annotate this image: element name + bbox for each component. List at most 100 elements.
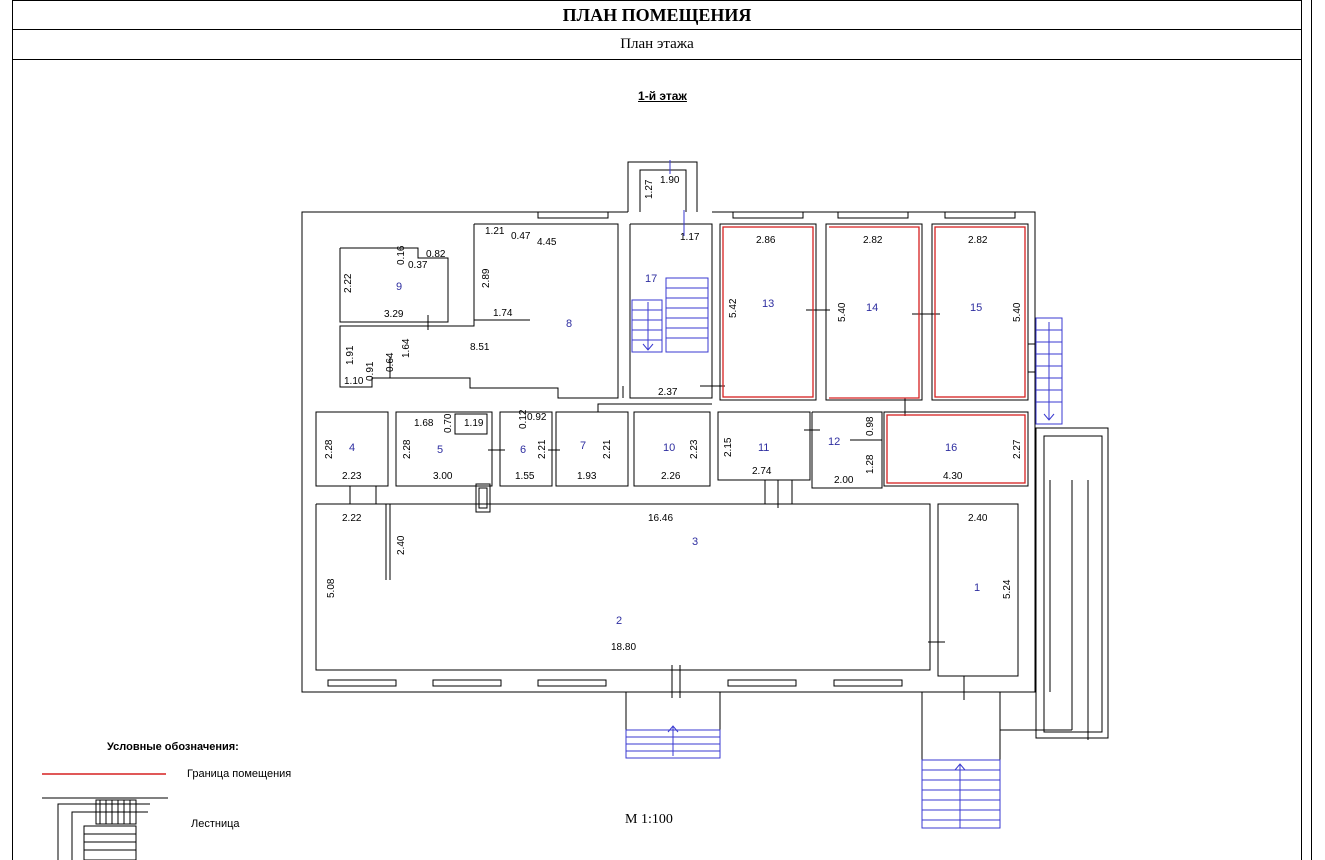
room-number-7: 7 [580, 440, 586, 452]
boundary-room-14 [829, 226, 920, 399]
dim-16-46: 16.46 [648, 513, 673, 524]
dim-2-27: 2.27 [1012, 439, 1023, 459]
room-7-walls [555, 411, 629, 487]
dim-0-98: 0.98 [865, 416, 876, 436]
dim-18-80: 18.80 [611, 642, 636, 653]
dim-4-45: 4.45 [537, 237, 557, 248]
dim-2-26: 2.26 [661, 471, 681, 482]
room-number-8: 8 [566, 318, 572, 330]
dim-2-37: 2.37 [658, 387, 678, 398]
room-number-11: 11 [758, 442, 769, 454]
dim-2-28-b: 2.28 [402, 439, 413, 459]
room-number-16: 16 [945, 442, 957, 454]
legend-stair-symbol [42, 797, 168, 860]
dim-1-74: 1.74 [493, 308, 513, 319]
dim-2-23: 2.23 [342, 471, 362, 482]
room-number-4: 4 [349, 442, 355, 454]
room-4-walls [315, 411, 389, 487]
dim-1-27: 1.27 [644, 179, 655, 199]
dim-2-21-b: 2.21 [602, 439, 613, 459]
room-number-15: 15 [970, 302, 982, 314]
dim-2-40-b: 2.40 [968, 513, 988, 524]
dim-0-82: 0.82 [426, 249, 446, 260]
legend-boundary-label: Граница помещения [187, 768, 292, 780]
dim-1-19: 1.19 [464, 418, 484, 429]
dim-2-22-b: 2.22 [342, 513, 362, 524]
boundary-room-15 [934, 226, 1026, 398]
room-number-6: 6 [520, 444, 526, 456]
room-14-walls [825, 223, 923, 401]
dim-2-22-a: 2.22 [343, 273, 354, 293]
room-number-13: 13 [762, 298, 774, 310]
room-10-walls [633, 411, 711, 487]
dim-2-82-b: 2.82 [968, 235, 988, 246]
room-number-1: 1 [974, 582, 980, 594]
boundary-room-16 [886, 414, 1026, 484]
room-number-14: 14 [866, 302, 878, 314]
ramp [1035, 427, 1109, 739]
room-11-walls [717, 411, 811, 481]
dim-1-91: 1.91 [345, 345, 356, 365]
dim-5-08: 5.08 [326, 578, 337, 598]
room-number-12: 12 [828, 436, 840, 448]
sheet-outer-line [1311, 0, 1312, 860]
room-6-walls [499, 411, 553, 487]
legend-stairs-label: Лестница [191, 818, 240, 830]
legend-title: Условные обозначения: [107, 741, 239, 753]
dim-1-17: 1.17 [680, 232, 700, 243]
dim-1-90: 1.90 [660, 175, 680, 186]
room-2-walls [315, 503, 931, 671]
sheet-frame [12, 0, 1302, 860]
dim-2-74: 2.74 [752, 466, 772, 477]
dim-0-64: 0.64 [385, 352, 396, 372]
dim-2-15: 2.15 [723, 437, 734, 457]
dim-0-70: 0.70 [443, 413, 454, 433]
dim-3-29: 3.29 [384, 309, 404, 320]
dim-1-10: 1.10 [344, 376, 364, 387]
room-number-17: 17 [645, 273, 657, 285]
room-number-5: 5 [437, 444, 443, 456]
dim-1-64: 1.64 [401, 338, 412, 358]
dim-2-86: 2.86 [756, 235, 776, 246]
dim-0-37: 0.37 [408, 260, 428, 271]
stairs-group [625, 160, 1063, 829]
room-number-9: 9 [396, 281, 402, 293]
dim-0-16: 0.16 [396, 245, 407, 265]
dim-2-82-a: 2.82 [863, 235, 883, 246]
room-9-walls [339, 247, 449, 323]
room-5-walls [395, 411, 493, 487]
room-15-walls [931, 223, 1029, 401]
room-13-walls [719, 223, 817, 401]
dim-2-89: 2.89 [481, 268, 492, 288]
dim-2-00: 2.00 [834, 475, 854, 486]
room-number-3: 3 [692, 536, 698, 548]
boundary-room-13 [722, 226, 814, 398]
room-number-10: 10 [663, 442, 675, 454]
sheet-title: ПЛАН ПОМЕЩЕНИЯ [12, 0, 1302, 30]
room-number-2: 2 [616, 615, 622, 627]
dim-2-40-a: 2.40 [396, 535, 407, 555]
stair-tower-wall [627, 161, 698, 212]
room-1-walls [937, 503, 1019, 677]
dim-5-42: 5.42 [728, 298, 739, 318]
dim-0-91: 0.91 [365, 361, 376, 381]
dim-0-12: 0.12 [518, 409, 529, 429]
dim-3-00: 3.00 [433, 471, 453, 482]
dim-5-40-b: 5.40 [1012, 302, 1023, 322]
dim-5-40-a: 5.40 [837, 302, 848, 322]
scale-label: М 1:100 [625, 812, 673, 827]
floor-label: 1-й этаж [638, 89, 687, 103]
dim-1-21: 1.21 [485, 226, 505, 237]
south-porch [625, 692, 721, 731]
room-17-walls [629, 223, 713, 399]
room-16-walls [883, 411, 1029, 487]
room-12-walls [811, 411, 883, 489]
dim-0-47: 0.47 [511, 231, 531, 242]
dim-1-28: 1.28 [865, 454, 876, 474]
dim-5-24: 5.24 [1002, 579, 1013, 599]
dim-8-51: 8.51 [470, 342, 490, 353]
dim-2-23-b: 2.23 [689, 439, 700, 459]
dim-0-92: 0.92 [527, 412, 547, 423]
dim-2-21-a: 2.21 [537, 439, 548, 459]
